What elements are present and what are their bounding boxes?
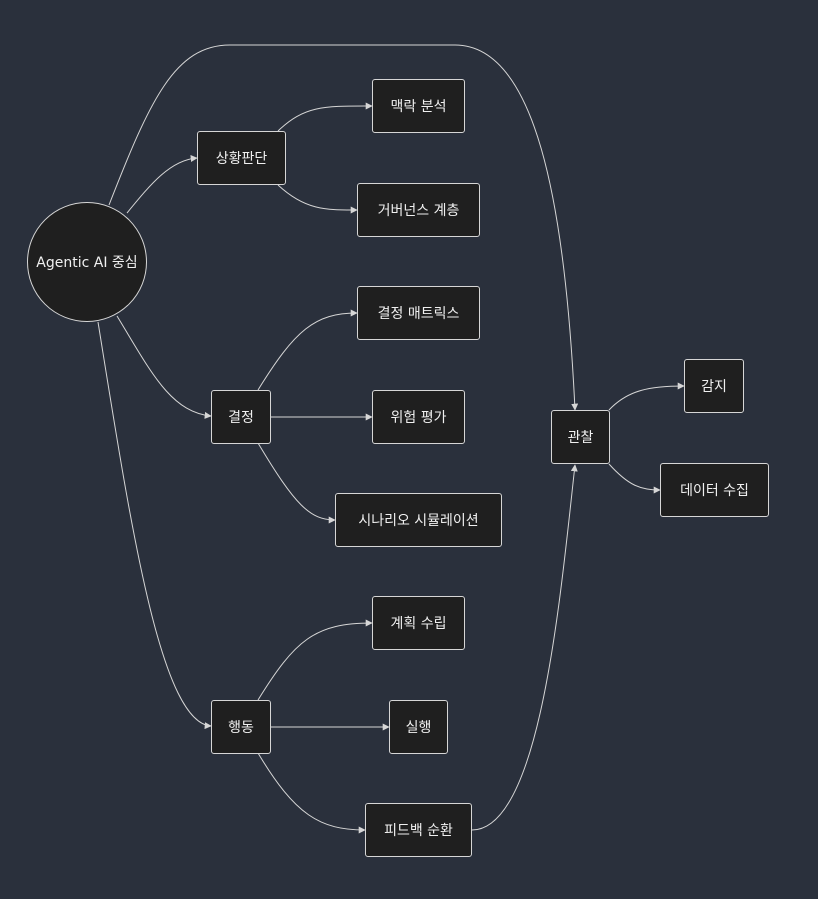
node-action[interactable]: 행동 xyxy=(211,700,271,754)
node-label: 피드백 순환 xyxy=(384,823,453,839)
node-label: 거버넌스 계층 xyxy=(377,203,460,219)
node-context-analysis[interactable]: 맥락 분석 xyxy=(372,79,465,133)
edge-situation-governance xyxy=(277,184,358,214)
node-label: 행동 xyxy=(228,720,254,736)
node-label: 계획 수립 xyxy=(390,616,447,632)
node-label: 실행 xyxy=(405,720,432,736)
node-label: 결정 xyxy=(228,410,254,426)
edge-action-feedback xyxy=(257,752,366,834)
node-label: 시나리오 시뮬레이션 xyxy=(358,513,479,529)
node-situation-judgment[interactable]: 상황판단 xyxy=(197,131,286,185)
node-feedback-loop[interactable]: 피드백 순환 xyxy=(365,803,472,857)
node-label: 위험 평가 xyxy=(390,410,447,426)
edge-center-situation xyxy=(126,154,198,214)
node-label: 감지 xyxy=(701,379,727,395)
node-agentic-ai-center[interactable]: Agentic AI 중심 xyxy=(27,202,147,322)
node-scenario-simulation[interactable]: 시나리오 시뮬레이션 xyxy=(335,493,502,547)
edge-feedback-observation xyxy=(471,464,578,831)
node-label: 상황판단 xyxy=(215,151,268,167)
node-decision[interactable]: 결정 xyxy=(211,390,271,444)
edge-action-planning xyxy=(257,619,373,701)
node-label: Agentic AI 중심 xyxy=(36,255,138,271)
node-risk-assessment[interactable]: 위험 평가 xyxy=(372,390,465,444)
node-label: 관찰 xyxy=(567,430,594,446)
node-data-collection[interactable]: 데이터 수집 xyxy=(660,463,769,517)
node-decision-matrix[interactable]: 결정 매트릭스 xyxy=(357,286,480,340)
edge-observation-detection xyxy=(608,382,685,411)
edge-observation-data-collection xyxy=(608,463,661,494)
node-governance-layer[interactable]: 거버넌스 계층 xyxy=(357,183,480,237)
edge-decision-matrix xyxy=(257,309,358,391)
edge-center-decision xyxy=(116,315,212,419)
edge-center-observation xyxy=(108,44,579,411)
node-observation[interactable]: 관찰 xyxy=(551,410,610,464)
node-label: 데이터 수집 xyxy=(680,483,749,499)
edge-center-action xyxy=(97,321,212,730)
node-execution[interactable]: 실행 xyxy=(389,700,448,754)
node-label: 결정 매트릭스 xyxy=(377,306,460,322)
edge-decision-scenario xyxy=(257,442,336,524)
node-planning[interactable]: 계획 수립 xyxy=(372,596,465,650)
node-detection[interactable]: 감지 xyxy=(684,359,744,413)
edge-situation-context xyxy=(277,102,373,132)
node-label: 맥락 분석 xyxy=(390,99,447,115)
